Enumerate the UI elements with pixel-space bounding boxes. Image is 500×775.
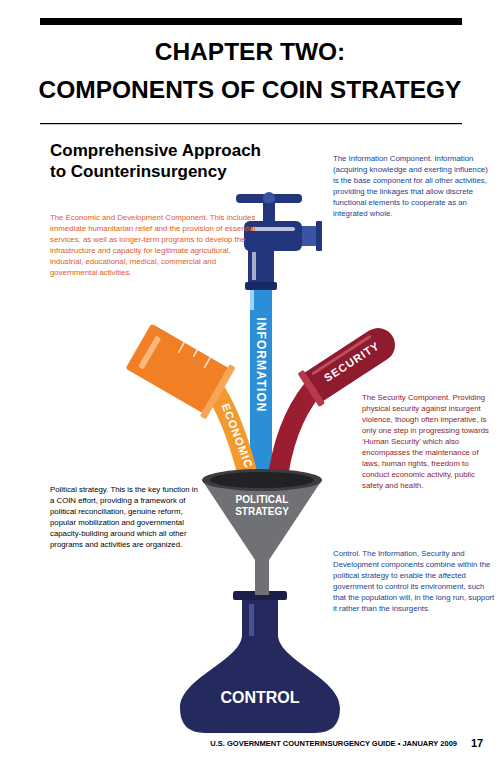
node-label: SECURITY (322, 339, 382, 385)
node-label: POLITICAL STRATEGY (222, 494, 302, 518)
faucet-flange (316, 221, 322, 251)
node-label: ECONOMIC (219, 402, 256, 471)
control-flask-outline (175, 590, 345, 735)
economic-note: The Economic and Development Component. … (50, 212, 260, 278)
control-flask: CONTROL (175, 590, 345, 735)
funnel-cone (202, 480, 322, 595)
control-note: Control. The Information, Security and D… (333, 548, 495, 614)
economic-stream-label: ECONOMIC (219, 402, 256, 471)
funnel-mouth (210, 472, 314, 488)
chapter-title: COMPONENTS OF COIN STRATEGY (30, 74, 470, 106)
information-stream (250, 290, 272, 484)
top-rule (40, 18, 462, 25)
page-number: 17 (464, 736, 490, 750)
political-funnel-outline (200, 468, 324, 598)
beaker-shine (138, 335, 161, 369)
section-heading: Comprehensive Approach to Counterinsurge… (50, 140, 272, 182)
faucet-shine (251, 227, 295, 231)
node-label: INFORMATION (254, 318, 268, 413)
stream-highlight (250, 290, 254, 310)
security-tube-label: SECURITY (322, 339, 382, 385)
political-funnel: POLITICAL STRATEGY (200, 468, 324, 598)
funnel-rim (202, 469, 322, 491)
information-stream-label: INFORMATION (254, 318, 268, 413)
security-note: The Security Component. Providing physic… (362, 392, 494, 491)
spout-shine (252, 252, 256, 280)
political-note: Political strategy. This is the key func… (50, 484, 198, 550)
information-faucet (236, 192, 322, 290)
faucet-nozzle (245, 282, 277, 290)
economic-beaker (123, 320, 235, 419)
beaker-marks (178, 342, 210, 367)
faucet-spout (248, 248, 274, 284)
flask-shine (249, 604, 254, 636)
flask-lip (233, 591, 287, 600)
faucet-pipe (300, 226, 318, 246)
flask-body (180, 598, 340, 733)
information-note: The Information Component. Information (… (333, 153, 495, 219)
tube-rim (297, 370, 325, 407)
node-label: CONTROL (190, 688, 330, 707)
faucet-knob (263, 192, 275, 204)
page-footer: U.S. GOVERNMENT COUNTERINSURGENCY GUIDE … (150, 739, 457, 749)
faucet-stem (263, 203, 275, 222)
chapter-number: CHAPTER TWO: (30, 36, 470, 68)
tube-body (302, 322, 401, 403)
title-rule (40, 123, 462, 124)
